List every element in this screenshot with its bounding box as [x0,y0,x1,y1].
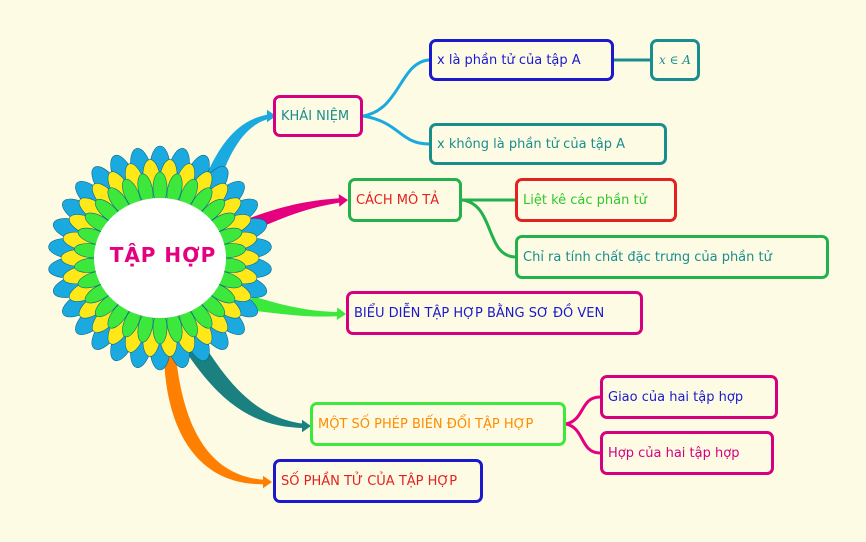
node-giao[interactable]: Giao của hai tập hợp [600,375,778,419]
node-tinh-chat-dac-trung[interactable]: Chỉ ra tính chất đặc trưng của phần tử [515,235,829,279]
node-phep-bien-doi-label: MỘT SỐ PHÉP BIẾN ĐỔI TẬP HỢP [318,416,534,432]
node-cach-mo-ta-label: CÁCH MÔ TẢ [356,192,440,208]
node-so-do-ven[interactable]: BIỂU DIỄN TẬP HỢP BẰNG SƠ ĐỒ VEN [346,291,643,335]
node-phan-tu-cua-tap-label: x là phần tử của tập A [437,52,581,68]
node-cach-mo-ta[interactable]: CÁCH MÔ TẢ [348,178,462,222]
node-khong-phan-tu-label: x không là phần tử của tập A [437,136,626,152]
flower-center-disc [94,198,226,318]
branch-so-do-ven [248,296,342,317]
branch-cach-mo-ta-arrow [338,194,348,207]
node-tinh-chat-dac-trung-label: Chỉ ra tính chất đặc trưng của phần tử [523,249,772,265]
center-flower [48,145,272,371]
link-bien-doi-giao [564,395,602,426]
node-giao-label: Giao của hai tập hợp [608,389,744,405]
branch-so-phan-tu-arrow [263,475,272,489]
node-khai-niem[interactable]: KHÁI NIỆM [273,95,363,137]
node-ky-hieu-thuoc[interactable]: x ∈ A [650,39,700,81]
branch-so-phan-tu [163,330,268,485]
sub-connectors [361,58,652,455]
branch-phep-bien-doi-arrow [302,419,311,433]
branch-so-do-ven-arrow [336,307,346,320]
link-khai-niem-khong [361,114,431,146]
branch-khai-niem-arrow [267,109,276,123]
node-so-phan-tu[interactable]: SỐ PHẦN TỬ CỦA TẬP HỢP [273,459,483,503]
node-so-do-ven-label: BIỂU DIỄN TẬP HỢP BẰNG SƠ ĐỒ VEN [354,305,605,321]
node-so-phan-tu-label: SỐ PHẦN TỬ CỦA TẬP HỢP [281,473,458,489]
node-phep-bien-doi[interactable]: MỘT SỐ PHÉP BIẾN ĐỔI TẬP HỢP [310,402,566,446]
node-hop[interactable]: Hợp của hai tập hợp [600,431,774,475]
node-khai-niem-label: KHÁI NIỆM [281,108,350,124]
node-khong-phan-tu[interactable]: x không là phần tử của tập A [429,123,667,165]
node-phan-tu-cua-tap[interactable]: x là phần tử của tập A [429,39,614,81]
node-hop-label: Hợp của hai tập hợp [608,445,740,461]
node-liet-ke[interactable]: Liệt kê các phần tử [515,178,677,222]
link-khai-niem-phan-tu [361,58,431,118]
node-liet-ke-label: Liệt kê các phần tử [523,192,647,208]
link-mo-ta-tinh-chat [460,198,517,259]
node-ky-hieu-thuoc-label: x ∈ A [659,53,691,67]
branch-cach-mo-ta [250,198,344,230]
link-bien-doi-hop [564,422,602,455]
center-title: TẬP HỢP [109,243,217,267]
